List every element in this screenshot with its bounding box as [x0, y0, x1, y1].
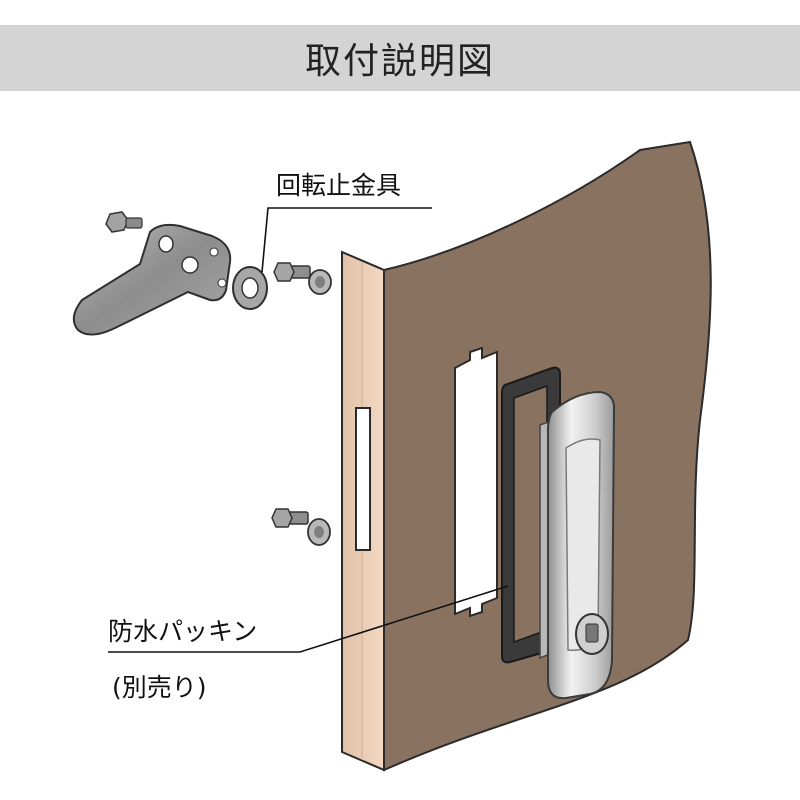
bracket-bolt [105, 211, 143, 233]
upper-screw [273, 262, 311, 282]
gasket-label: 防水パッキン [108, 617, 258, 646]
diagram-title: 取付説明図 [304, 41, 495, 82]
edge-slot [355, 407, 371, 551]
sold-separately-label: (別売り) [112, 673, 207, 702]
gasket-leader-line [108, 585, 509, 653]
bracket-leader-line [261, 207, 432, 273]
lower-screw [271, 508, 309, 528]
bracket-label: 回転止金具 [276, 171, 402, 200]
title-bar: 取付説明図 [0, 25, 800, 91]
panel-cutout [454, 346, 498, 618]
rotation-stop-bracket [72, 223, 232, 336]
